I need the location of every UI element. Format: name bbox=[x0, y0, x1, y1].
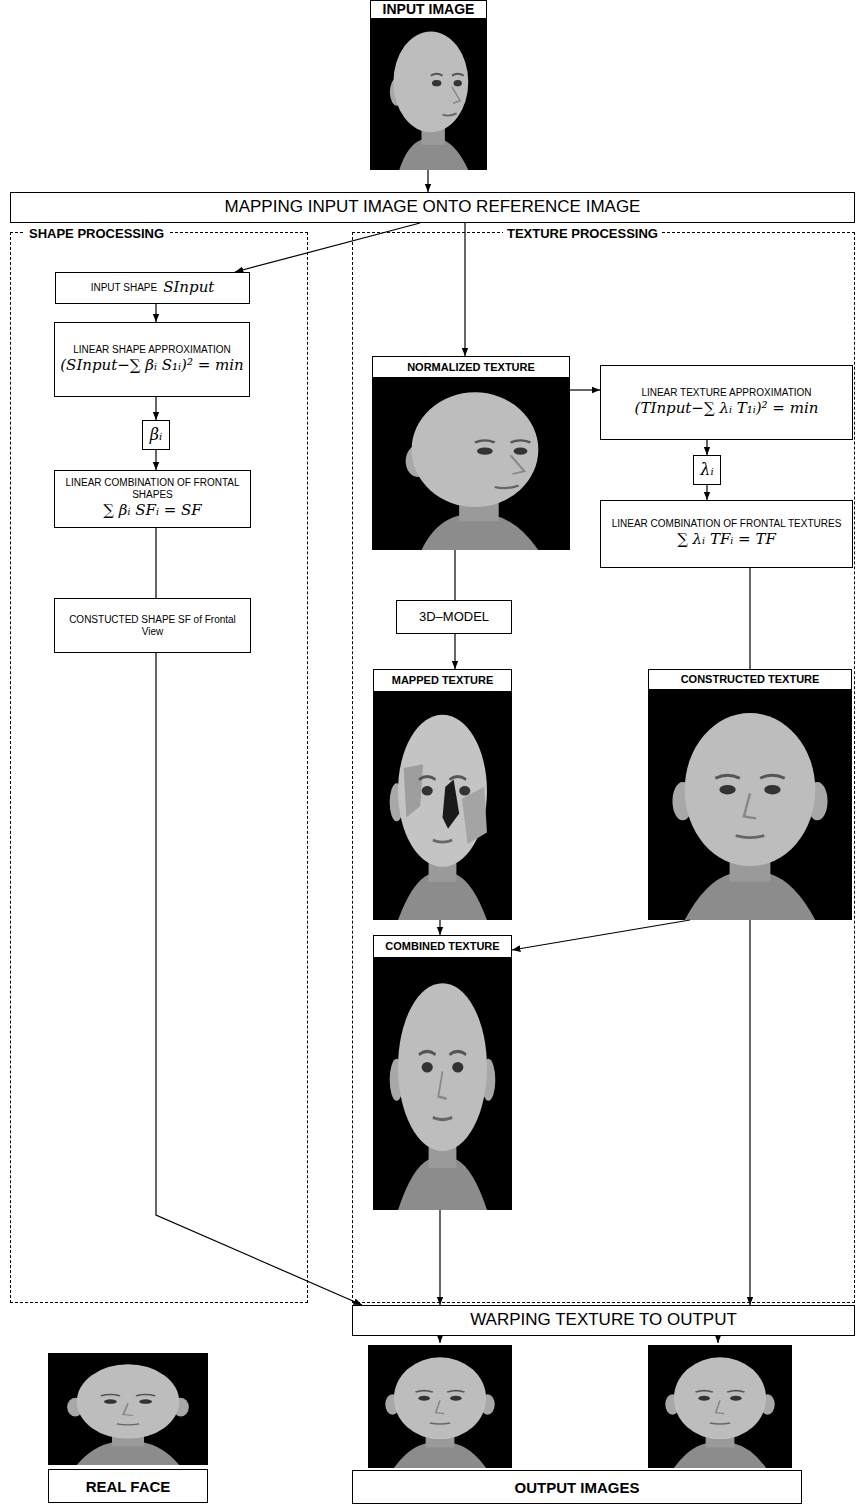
connector-arrow bbox=[155, 450, 156, 470]
image-title: COMBINED TEXTURE bbox=[373, 935, 512, 958]
process-box: CONSTUCTED SHAPE SF of Frontal View bbox=[54, 598, 251, 653]
box-label: (SInput−∑ βᵢ S₁ᵢ)² = min bbox=[60, 356, 243, 376]
connector-arrow bbox=[439, 1210, 440, 1305]
image-title: NORMALIZED TEXTURE bbox=[372, 356, 570, 378]
process-box: LINEAR COMBINATION OF FRONTAL SHAPES∑ βᵢ… bbox=[54, 470, 251, 528]
box-label: CONSTUCTED SHAPE SF of Frontal View bbox=[59, 614, 246, 638]
connector-arrow bbox=[439, 920, 440, 935]
process-box: LINEAR TEXTURE APPROXIMATION(TInput−∑ λᵢ… bbox=[600, 365, 853, 440]
box-label: (TInput−∑ λᵢ T₁ᵢ)² = min bbox=[635, 399, 819, 419]
image-panel: INPUT IMAGE bbox=[370, 0, 487, 170]
group-region: TEXTURE PROCESSINGNORMALIZED TEXTURELINE… bbox=[352, 232, 855, 1303]
box-label: SInput bbox=[163, 278, 214, 298]
connector-arrow bbox=[706, 440, 707, 455]
process-box: LINEAR SHAPE APPROXIMATION(SInput−∑ βᵢ S… bbox=[54, 322, 250, 397]
connector-arrow bbox=[749, 568, 750, 669]
group-region: SHAPE PROCESSINGINPUT SHAPESInputLINEAR … bbox=[10, 232, 308, 1303]
connector-arrow bbox=[570, 389, 600, 390]
image-title: INPUT IMAGE bbox=[370, 0, 487, 19]
box-label: LINEAR COMBINATION OF FRONTAL SHAPES bbox=[59, 477, 246, 501]
image-title: MAPPED TEXTURE bbox=[373, 669, 512, 692]
coefficient-box: βᵢ bbox=[142, 420, 170, 450]
box-label: LINEAR TEXTURE APPROXIMATION bbox=[641, 387, 811, 399]
image-panel: MAPPED TEXTURE bbox=[373, 669, 512, 920]
image-panel: COMBINED TEXTURE bbox=[373, 935, 512, 1210]
connector-arrow bbox=[155, 397, 156, 420]
box-label: INPUT SHAPE bbox=[91, 282, 158, 294]
output-panel: OUTPUT IMAGES bbox=[352, 1343, 802, 1504]
image-panel: REAL FACE bbox=[48, 1353, 208, 1503]
group-title: SHAPE PROCESSING bbox=[25, 226, 168, 242]
mapped-face bbox=[373, 692, 512, 920]
box-label: MAPPING INPUT IMAGE ONTO REFERENCE IMAGE bbox=[225, 197, 641, 217]
connector-arrow bbox=[155, 528, 156, 598]
connector-arrow bbox=[706, 485, 707, 500]
box-label: LINEAR COMBINATION OF FRONTAL TEXTURES bbox=[612, 518, 842, 530]
box-label: OUTPUT IMAGES bbox=[352, 1470, 802, 1504]
combined-face bbox=[373, 958, 512, 1210]
process-box: LINEAR COMBINATION OF FRONTAL TEXTURES∑ … bbox=[600, 500, 853, 568]
process-box: INPUT SHAPE SInput bbox=[55, 272, 250, 304]
coefficient-box: λᵢ bbox=[693, 455, 721, 485]
box-label: βᵢ bbox=[150, 425, 162, 444]
connector-arrow bbox=[156, 653, 362, 1305]
normalized-face bbox=[372, 378, 570, 550]
connector-arrow bbox=[454, 550, 455, 600]
process-box: 3D–MODEL bbox=[396, 600, 512, 634]
connector-arrow bbox=[464, 223, 465, 356]
constructed-face bbox=[648, 690, 852, 920]
connector-arrow bbox=[454, 634, 455, 669]
image-title: CONSTRUCTED TEXTURE bbox=[648, 669, 852, 690]
box-label: WARPING TEXTURE TO OUTPUT bbox=[470, 1310, 737, 1330]
process-band: WARPING TEXTURE TO OUTPUT bbox=[352, 1305, 855, 1336]
connector-arrow bbox=[439, 1336, 440, 1343]
box-label: ∑ λᵢ TFᵢ = TF bbox=[677, 530, 776, 550]
real-face bbox=[48, 1353, 208, 1465]
image-panel: CONSTRUCTED TEXTURE bbox=[648, 669, 852, 920]
connector-arrow bbox=[235, 223, 420, 272]
image-panel: NORMALIZED TEXTURE bbox=[372, 356, 570, 550]
input-face bbox=[370, 19, 487, 170]
group-title: TEXTURE PROCESSING bbox=[503, 226, 662, 242]
connector-arrow bbox=[155, 304, 156, 322]
box-label: ∑ βᵢ SFᵢ = SF bbox=[103, 501, 201, 521]
connector-arrow bbox=[512, 920, 690, 950]
process-band: MAPPING INPUT IMAGE ONTO REFERENCE IMAGE bbox=[10, 192, 855, 223]
connector-arrow bbox=[717, 1336, 718, 1343]
box-label: λᵢ bbox=[700, 460, 713, 479]
connector-arrow bbox=[749, 920, 750, 1305]
connector-arrow bbox=[427, 170, 428, 192]
output-face bbox=[648, 1345, 792, 1468]
box-label: 3D–MODEL bbox=[419, 609, 489, 625]
box-label: LINEAR SHAPE APPROXIMATION bbox=[73, 344, 231, 356]
output-face bbox=[368, 1345, 512, 1468]
box-label: REAL FACE bbox=[48, 1469, 208, 1503]
